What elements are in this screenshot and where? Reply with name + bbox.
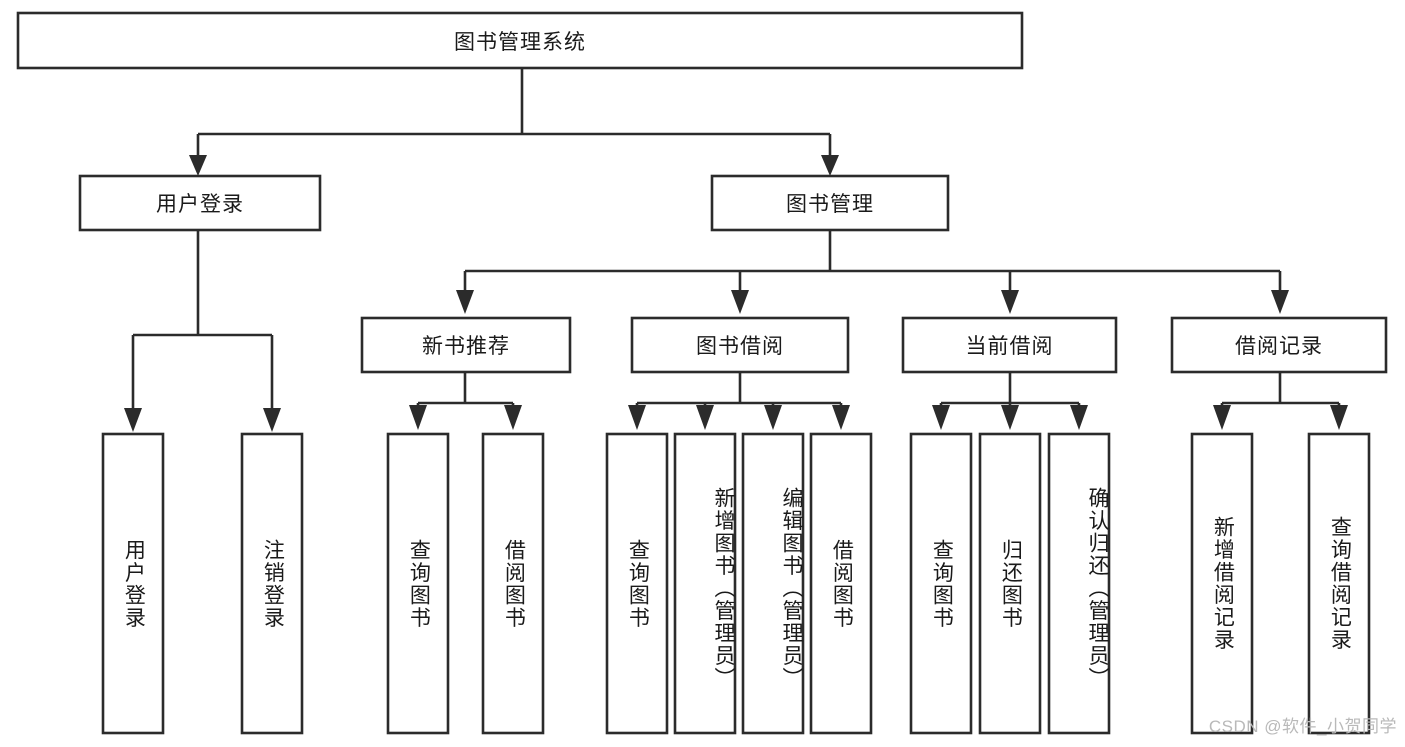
csdn-watermark: CSDN @软件_小贺同学 <box>1208 717 1397 736</box>
leaf-box-book-borrow-2[interactable] <box>673 432 737 735</box>
leaf-box-book-borrow-3[interactable] <box>741 432 805 735</box>
arrow-user-login-leaf-2 <box>263 408 281 432</box>
arrow-borrow-record-leaf-2 <box>1330 405 1348 430</box>
arrow-current-borrow-leaf-3 <box>1070 405 1088 430</box>
leaf-box-current-borrow-1[interactable] <box>909 432 973 735</box>
leaf-box-book-borrow-4[interactable] <box>809 432 873 735</box>
leaf-box-borrow-record-2[interactable] <box>1307 432 1371 735</box>
arrow-book-borrow-leaf-2 <box>696 405 714 430</box>
node-current-borrow-box[interactable] <box>901 316 1118 374</box>
node-user-login-box[interactable] <box>78 174 322 232</box>
arrow-book-manage-to-current-borrow <box>1001 290 1019 314</box>
leaf-box-user-login-1[interactable] <box>101 432 165 735</box>
leaf-box-book-borrow-1[interactable] <box>605 432 669 735</box>
arrow-book-manage-to-new-book <box>456 290 474 314</box>
arrow-user-login-leaf-1 <box>124 408 142 432</box>
leaf-box-new-book-1[interactable] <box>386 432 450 735</box>
node-new-book-recommend-box[interactable] <box>360 316 572 374</box>
arrow-book-manage-to-book-borrow <box>731 290 749 314</box>
arrow-new-book-leaf-2 <box>504 405 522 430</box>
arrow-book-borrow-leaf-1 <box>628 405 646 430</box>
node-book-manage-box[interactable] <box>710 174 950 232</box>
node-borrow-record-box[interactable] <box>1170 316 1388 374</box>
leaf-box-borrow-record-1[interactable] <box>1190 432 1254 735</box>
arrow-book-borrow-leaf-3 <box>764 405 782 430</box>
arrow-borrow-record-leaf-1 <box>1213 405 1231 430</box>
arrow-book-borrow-leaf-4 <box>832 405 850 430</box>
node-root-box[interactable] <box>16 11 1024 70</box>
leaf-box-new-book-2[interactable] <box>481 432 545 735</box>
arrow-book-manage-to-borrow-record <box>1271 290 1289 314</box>
leaf-box-current-borrow-2[interactable] <box>978 432 1042 735</box>
arrow-root-to-user-login <box>189 155 207 176</box>
leaf-box-user-login-2[interactable] <box>240 432 304 735</box>
node-book-borrow-box[interactable] <box>630 316 850 374</box>
arrow-new-book-leaf-1 <box>409 405 427 430</box>
arrow-current-borrow-leaf-1 <box>932 405 950 430</box>
leaf-box-current-borrow-3[interactable] <box>1047 432 1111 735</box>
arrow-root-to-book-manage <box>821 155 839 176</box>
arrow-current-borrow-leaf-2 <box>1001 405 1019 430</box>
